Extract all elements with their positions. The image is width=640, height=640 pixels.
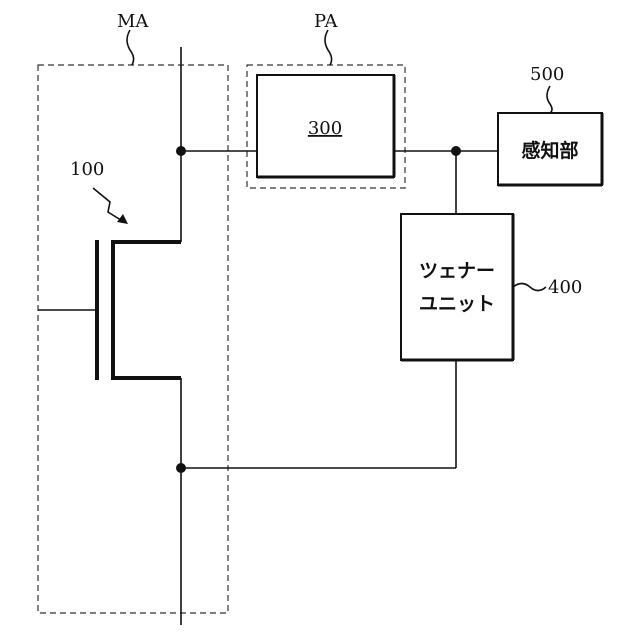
zener-ref-label: 400 [548, 277, 582, 298]
zener-unit-box [401, 214, 513, 360]
transistor-ref-label: 100 [70, 159, 104, 180]
memory-area-region [38, 65, 228, 613]
junction-node-bottom [176, 463, 186, 473]
sense-unit-label: 感知部 [521, 139, 578, 162]
sense-ref-leader [547, 86, 552, 113]
peripheral-area-leader [325, 30, 332, 65]
block-300-label: 300 [308, 118, 342, 139]
zener-ref-leader [513, 284, 546, 291]
transistor-channel [113, 242, 181, 378]
transistor-leader-arrow [93, 188, 124, 222]
sense-ref-label: 500 [530, 64, 564, 85]
zener-unit-label-line2: ユニット [419, 293, 495, 315]
memory-area-leader [127, 30, 134, 65]
peripheral-area-label: PA [314, 11, 338, 32]
zener-unit-label-line1: ツェナー [419, 260, 495, 282]
memory-area-label: MA [117, 11, 149, 32]
